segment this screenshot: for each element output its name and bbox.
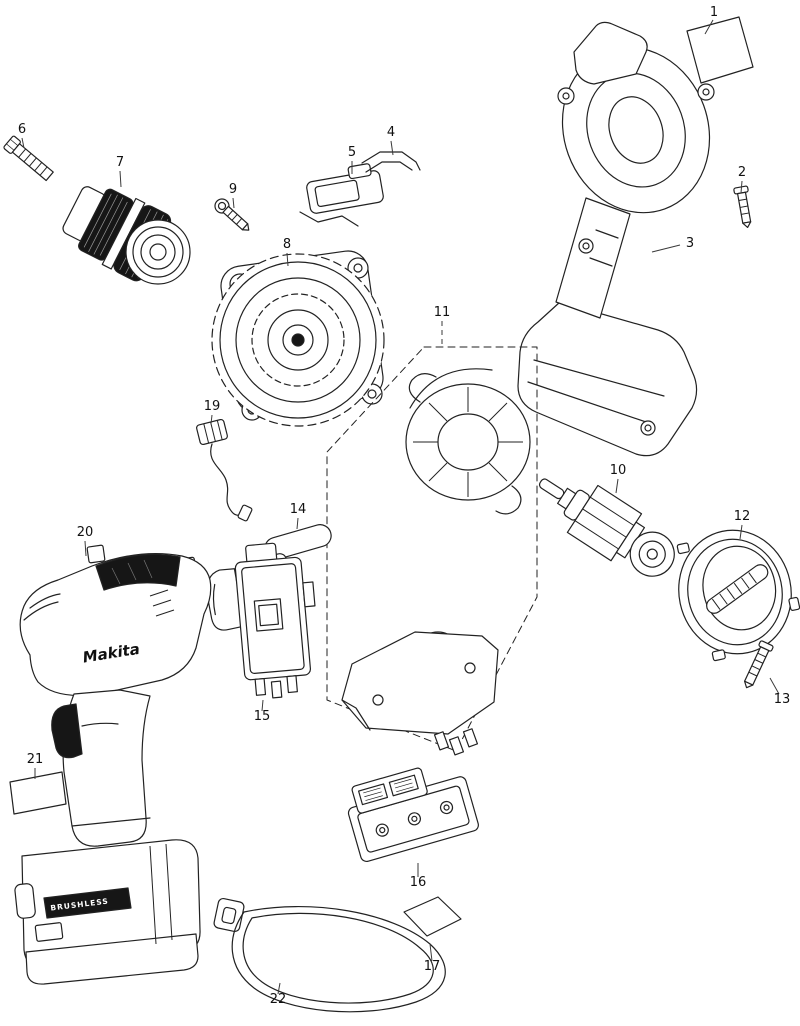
part-13-screw [743, 640, 774, 689]
part-16-terminal-block [347, 767, 479, 863]
part-20-housing-battery-assembly: Makita BRUSHLESS [14, 544, 212, 985]
part-9-screw [214, 198, 250, 231]
part-4-wire-clip [361, 151, 421, 173]
callout-line-12 [739, 524, 743, 540]
part-7-drill-chuck [62, 186, 191, 285]
part-8-gear-assembly [211, 250, 385, 427]
part-11-stator [405, 368, 531, 515]
part-17-label [403, 896, 462, 937]
callout-line-3 [651, 244, 681, 253]
callout-line-13 [769, 677, 780, 695]
callout-line-7 [119, 170, 122, 188]
callout-line-22 [277, 982, 281, 995]
callout-number-16: 16 [410, 875, 427, 890]
callout-number-19: 19 [204, 399, 221, 414]
callout-number-20: 20 [77, 525, 94, 540]
part-2-screw [733, 185, 752, 229]
callout-line-20 [84, 540, 87, 557]
part-3-housing-half [517, 21, 715, 457]
callout-line-14 [296, 517, 299, 530]
part-22-strap [213, 897, 446, 1013]
callout-number-1: 1 [710, 5, 718, 20]
callout-number-7: 7 [116, 155, 124, 170]
callout-number-17: 17 [424, 959, 441, 974]
callout-number-4: 4 [387, 125, 395, 140]
part-10-rotor [538, 478, 675, 577]
callout-line-1 [704, 19, 714, 35]
callout-line-17 [429, 943, 433, 962]
part-21-label [9, 771, 67, 815]
part-1-label [686, 16, 754, 84]
callout-number-9: 9 [229, 182, 237, 197]
callout-number-12: 12 [734, 509, 751, 524]
callout-number-6: 6 [18, 122, 26, 137]
callout-line-9 [232, 197, 235, 209]
callout-number-13: 13 [774, 692, 791, 707]
callout-number-8: 8 [283, 237, 291, 252]
callout-line-8 [286, 252, 289, 267]
callout-line-19 [210, 414, 213, 425]
callout-number-11: 11 [434, 305, 451, 320]
part-5-slide-plate [299, 163, 384, 227]
part-15-switch [206, 542, 316, 699]
part-11-boundary-box [326, 346, 538, 752]
callout-number-21: 21 [27, 752, 44, 767]
callout-number-2: 2 [738, 165, 746, 180]
part-11-controller [341, 631, 499, 756]
callout-number-14: 14 [290, 502, 307, 517]
part-6-bolt [3, 135, 54, 182]
callout-number-22: 22 [270, 992, 287, 1007]
callout-number-15: 15 [254, 709, 271, 724]
callout-line-15 [261, 699, 264, 712]
part-12-rear-cover [676, 529, 800, 662]
callout-line-10 [615, 478, 619, 494]
callout-number-5: 5 [348, 145, 356, 160]
part-19-lead-wire-connector [196, 418, 253, 522]
callout-line-4 [390, 140, 394, 156]
callout-number-3: 3 [686, 236, 694, 251]
callout-line-2 [740, 180, 743, 194]
callout-number-10: 10 [610, 463, 627, 478]
callout-line-6 [21, 137, 25, 149]
